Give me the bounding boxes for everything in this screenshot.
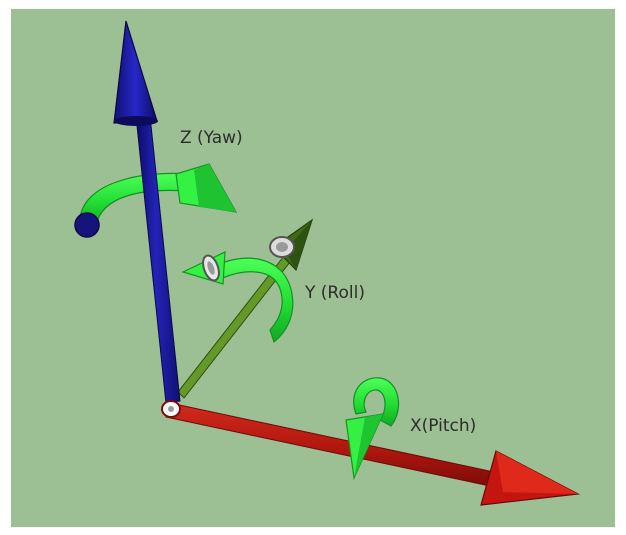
origin-point (161, 400, 181, 418)
z-axis-label: Z (Yaw) (180, 128, 243, 148)
pitch-rotation-arrow (345, 377, 399, 481)
roll-rotation-arrow (181, 236, 295, 344)
x-axis-label: X(Pitch) (410, 416, 476, 436)
x-axis-arrow (165, 402, 581, 506)
z-axis-arrow (113, 20, 181, 404)
y-axis-label: Y (Roll) (304, 283, 365, 303)
yaw-rotation-arrow (74, 163, 238, 238)
